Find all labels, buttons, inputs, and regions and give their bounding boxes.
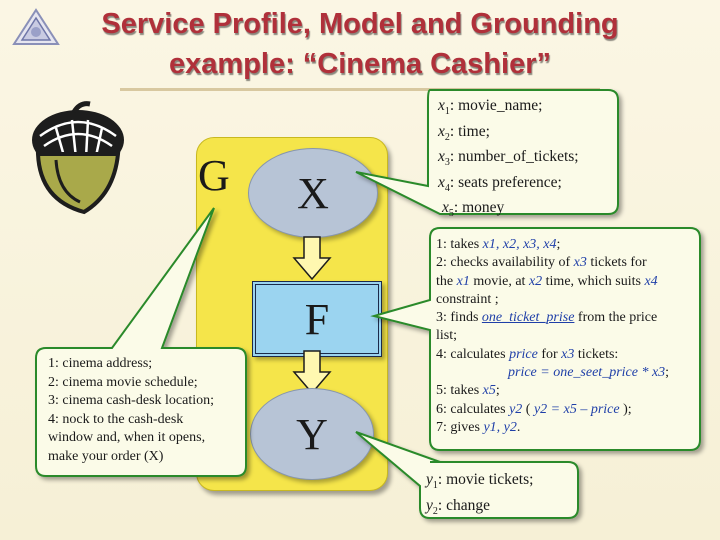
- f-callout-bubble: [370, 227, 701, 451]
- node-y-label: Y: [296, 409, 328, 459]
- node-f-label: F: [304, 294, 330, 344]
- left-callout-line: 1: cinema address;: [48, 356, 153, 371]
- f-callout-line: list;: [436, 328, 458, 344]
- node-x: X: [248, 148, 378, 238]
- x-callout-bubble: [355, 89, 619, 215]
- arrow-down-icon: [292, 350, 332, 394]
- node-x-label: X: [297, 168, 329, 218]
- y-callout-line: y1: movie tickets;: [426, 471, 534, 492]
- logo-icon: [12, 8, 60, 45]
- f-callout-line: price = one_seet_price * x3;: [508, 365, 670, 381]
- x-callout-line: x2: time;: [438, 122, 490, 143]
- left-callout-line: window and, when it opens,: [48, 430, 206, 445]
- y-callout-line: y2: change: [426, 496, 490, 517]
- left-callout-bubble: [35, 207, 247, 477]
- x-callout-line: x4: seats preference;: [438, 173, 562, 194]
- title-line-1: Service Profile, Model and Grounding: [101, 8, 619, 40]
- x-callout-line: x5: money: [442, 199, 505, 220]
- f-callout-line: 2: checks availability of x3 tickets for: [436, 255, 647, 271]
- title-underline: [120, 88, 600, 91]
- arrow-down-icon: [292, 236, 332, 280]
- node-g: G: [198, 151, 230, 200]
- f-callout-line: 7: gives y1, y2.: [436, 419, 521, 435]
- title-line-2: example: “Cinema Cashier”: [169, 48, 551, 80]
- acorn-icon: [32, 101, 124, 215]
- y-callout-text: y1: movie tickets; y2: change: [426, 470, 533, 521]
- f-callout-line: 1: takes x1, x2, x3, x4;: [436, 237, 561, 252]
- left-callout-line: make your order (X): [48, 448, 164, 464]
- f-callout-line: 6: calculates y2 ( y2 = x5 – price );: [436, 401, 632, 417]
- left-callout-text: 1: cinema address; 2: cinema movie sched…: [48, 355, 214, 466]
- x-callout-line: x1: movie_name;: [438, 97, 543, 118]
- y-callout-bubble: [355, 431, 579, 519]
- x-callout-line: x3: number_of_tickets;: [438, 148, 579, 169]
- left-callout-line: 2: cinema movie schedule;: [48, 374, 198, 390]
- f-callout-line: the x1 movie, at x2 time, which suits x4: [436, 273, 658, 289]
- f-callout-text: 1: takes x1, x2, x3, x4; 2: checks avail…: [436, 236, 669, 437]
- left-callout-line: 4: nock to the cash-desk: [48, 411, 184, 427]
- f-callout-line: 3: finds one_ticket_prise from the price: [436, 310, 658, 326]
- node-f: F: [252, 281, 382, 357]
- f-callout-line: 4: calculates price for x3 tickets:: [436, 346, 619, 362]
- f-callout-line: constraint ;: [436, 291, 499, 307]
- x-callout-text: x1: movie_name; x2: time; x3: number_of_…: [438, 96, 579, 224]
- left-callout-line: 3: cinema cash-desk location;: [48, 393, 214, 408]
- f-callout-line: 5: takes x5;: [436, 383, 500, 399]
- node-y: Y: [250, 388, 374, 480]
